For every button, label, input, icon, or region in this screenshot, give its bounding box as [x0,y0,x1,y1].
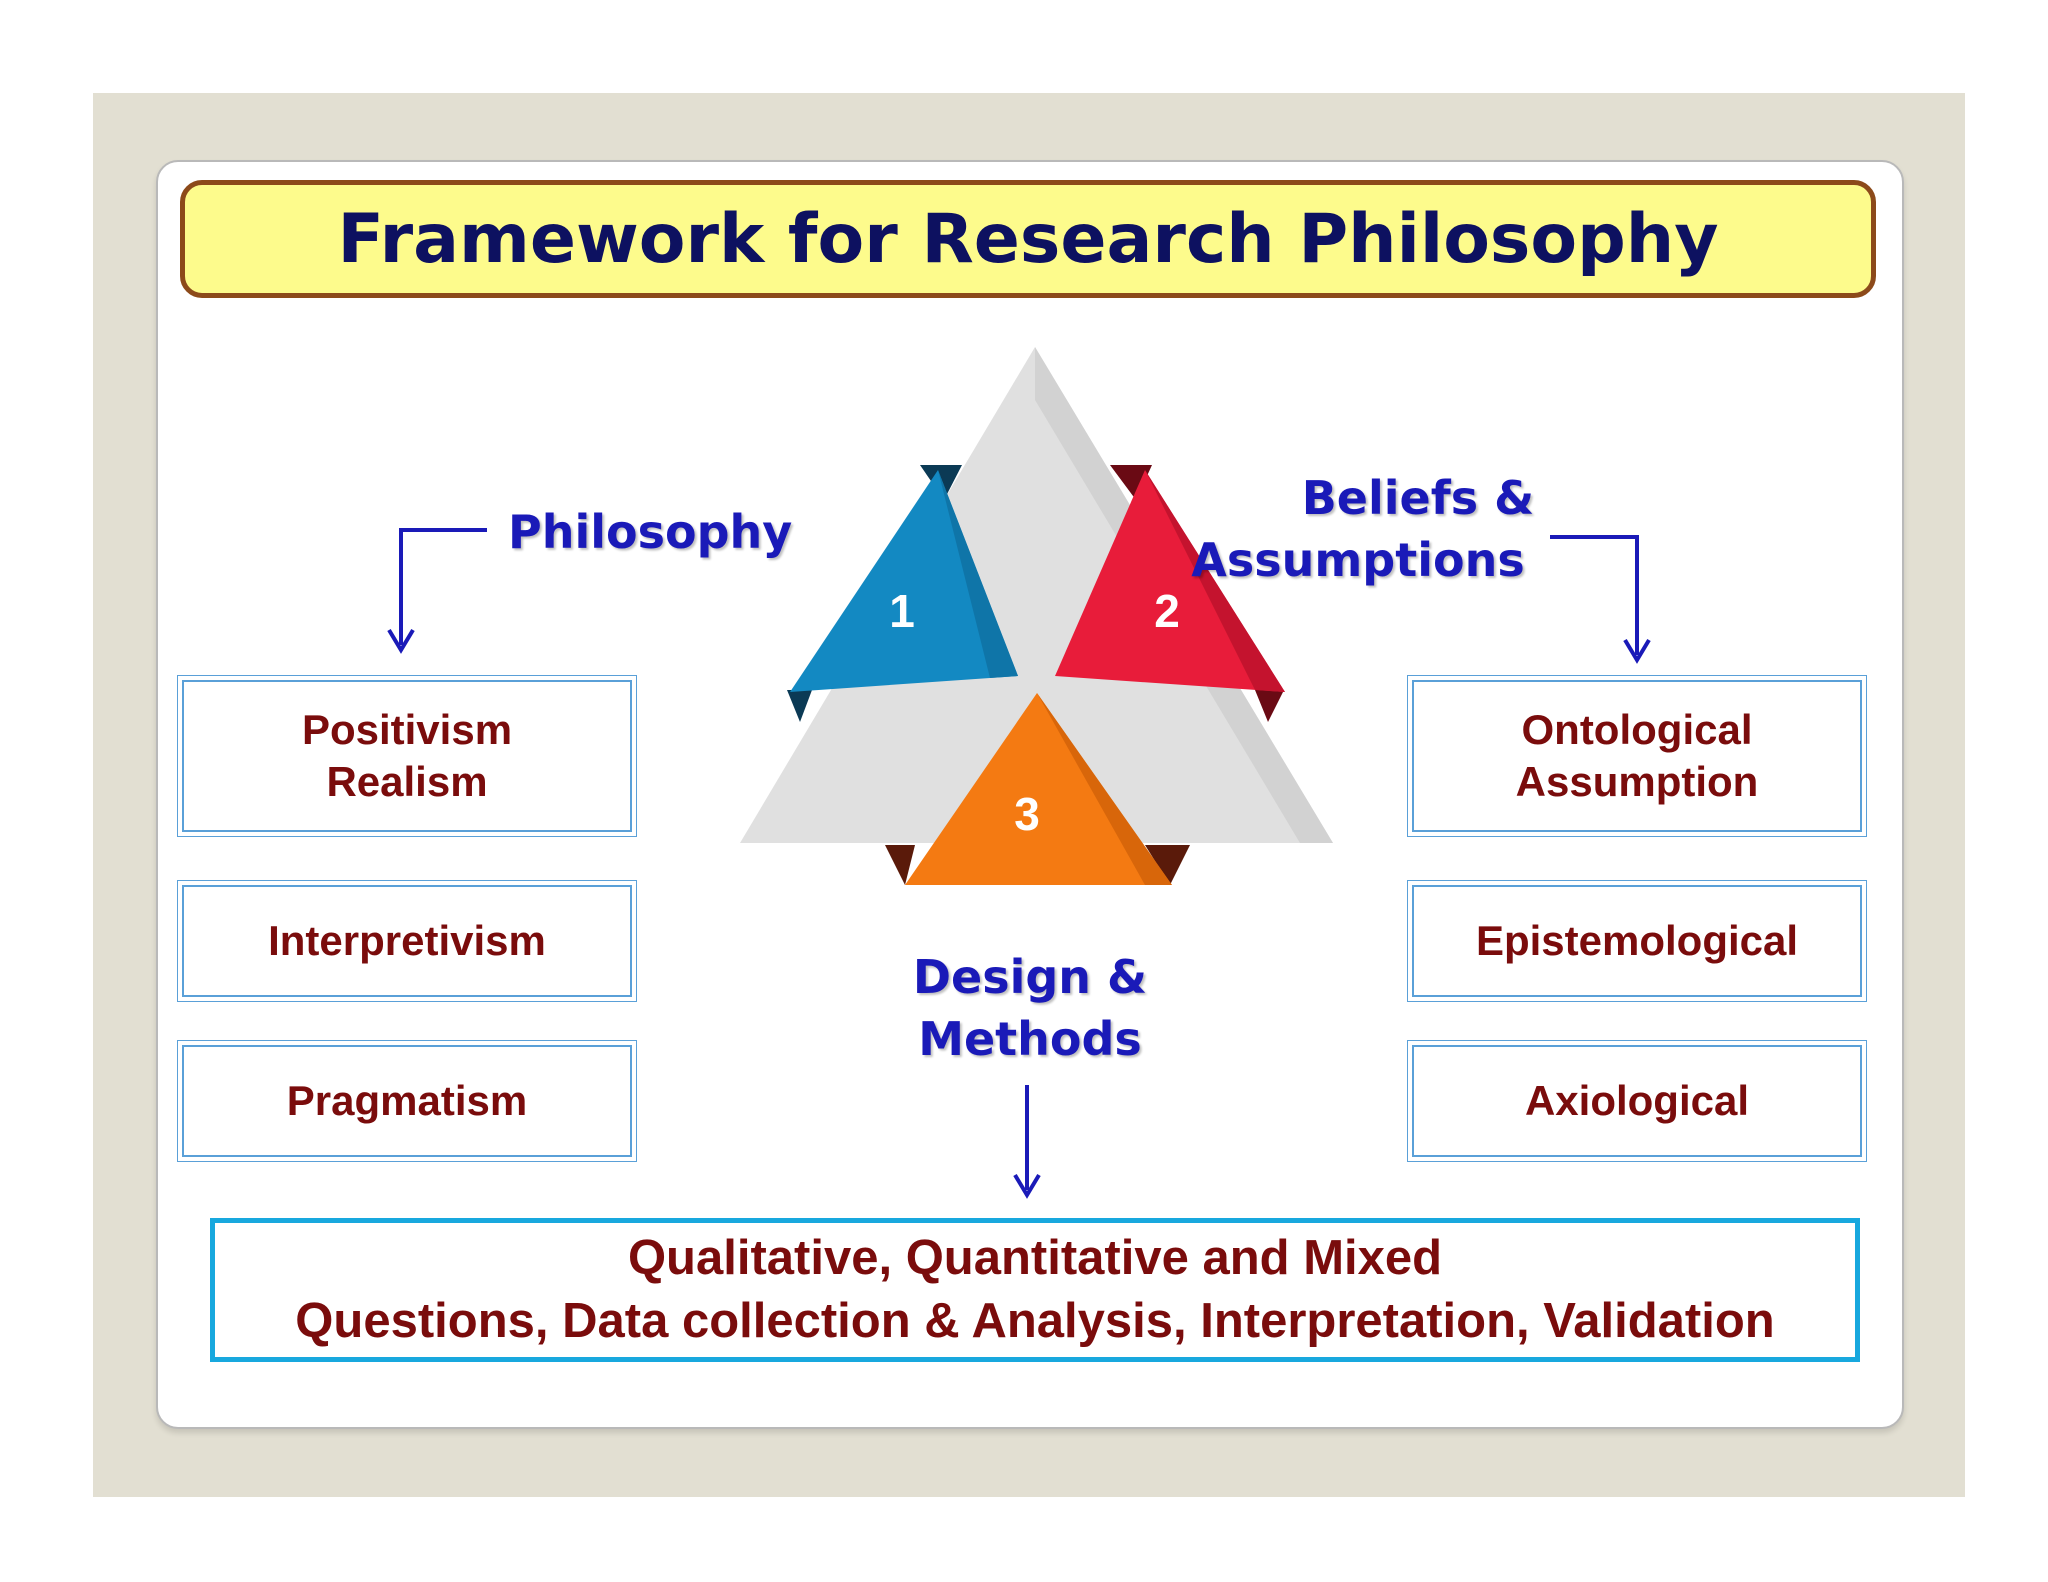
triangle-3 [905,693,1172,885]
triangle-1-number: 1 [889,585,915,637]
box-line: Assumption [1515,758,1759,805]
triangle-3-shadow-right [1145,845,1190,885]
philosophy-arrowhead [387,628,415,654]
box-line: Positivism [301,705,513,753]
triangle-1-shade [938,470,1018,678]
box-ontological-assumption: Ontological Assumption [1407,675,1867,837]
base-triangle [740,347,1333,843]
box-axiological: Axiological [1407,1040,1867,1162]
triangle-2-shadow-top [1110,465,1152,500]
methods-summary-line2: Questions, Data collection & Analysis, I… [295,1294,1775,1348]
triangle-1-shadow-bottom [787,690,812,722]
triangle-3-shade [1037,693,1172,885]
box-line: Ontological [1521,705,1753,753]
title-banner: Framework for Research Philosophy [180,180,1876,298]
box-line: Epistemological [1475,916,1799,964]
beliefs-arrowhead [1623,638,1651,664]
page-title: Framework for Research Philosophy [337,199,1719,279]
box-positivism-realism: Positivism Realism [177,675,637,837]
box-line: Interpretivism [268,916,546,964]
triangle-2-number: 2 [1154,585,1180,637]
triangle-2 [1055,470,1285,692]
triangle-3-number: 3 [1014,788,1040,840]
triangle-3-shadow-left [885,845,915,885]
beliefs-arrow [1550,535,1639,655]
design-label-line1: Design & [912,950,1148,1004]
box-line: Realism [326,758,488,805]
methods-summary-box: Qualitative, Quantitative and Mixed Ques… [210,1218,1860,1362]
methods-summary-line1: Qualitative, Quantitative and Mixed [627,1231,1443,1286]
triangle-1 [790,470,1018,692]
box-pragmatism: Pragmatism [177,1040,637,1162]
design-label-line2: Methods [918,1012,1142,1067]
beliefs-label-line2: Assumptions [1191,533,1525,588]
beliefs-label-line1: Beliefs & [1301,471,1535,525]
philosophy-arrow [399,528,487,645]
box-interpretivism: Interpretivism [177,880,637,1002]
box-line: Pragmatism [286,1076,528,1124]
triangle-2-shade [1145,470,1285,692]
triangle-2-shadow-bottom [1255,690,1284,722]
design-arrowhead [1013,1173,1041,1199]
design-label: Design & Methods [880,946,1180,1070]
beliefs-label: Beliefs & Assumptions [1191,467,1608,591]
box-epistemological: Epistemological [1407,880,1867,1002]
box-line: Axiological [1524,1076,1750,1124]
philosophy-label: Philosophy [508,505,793,559]
